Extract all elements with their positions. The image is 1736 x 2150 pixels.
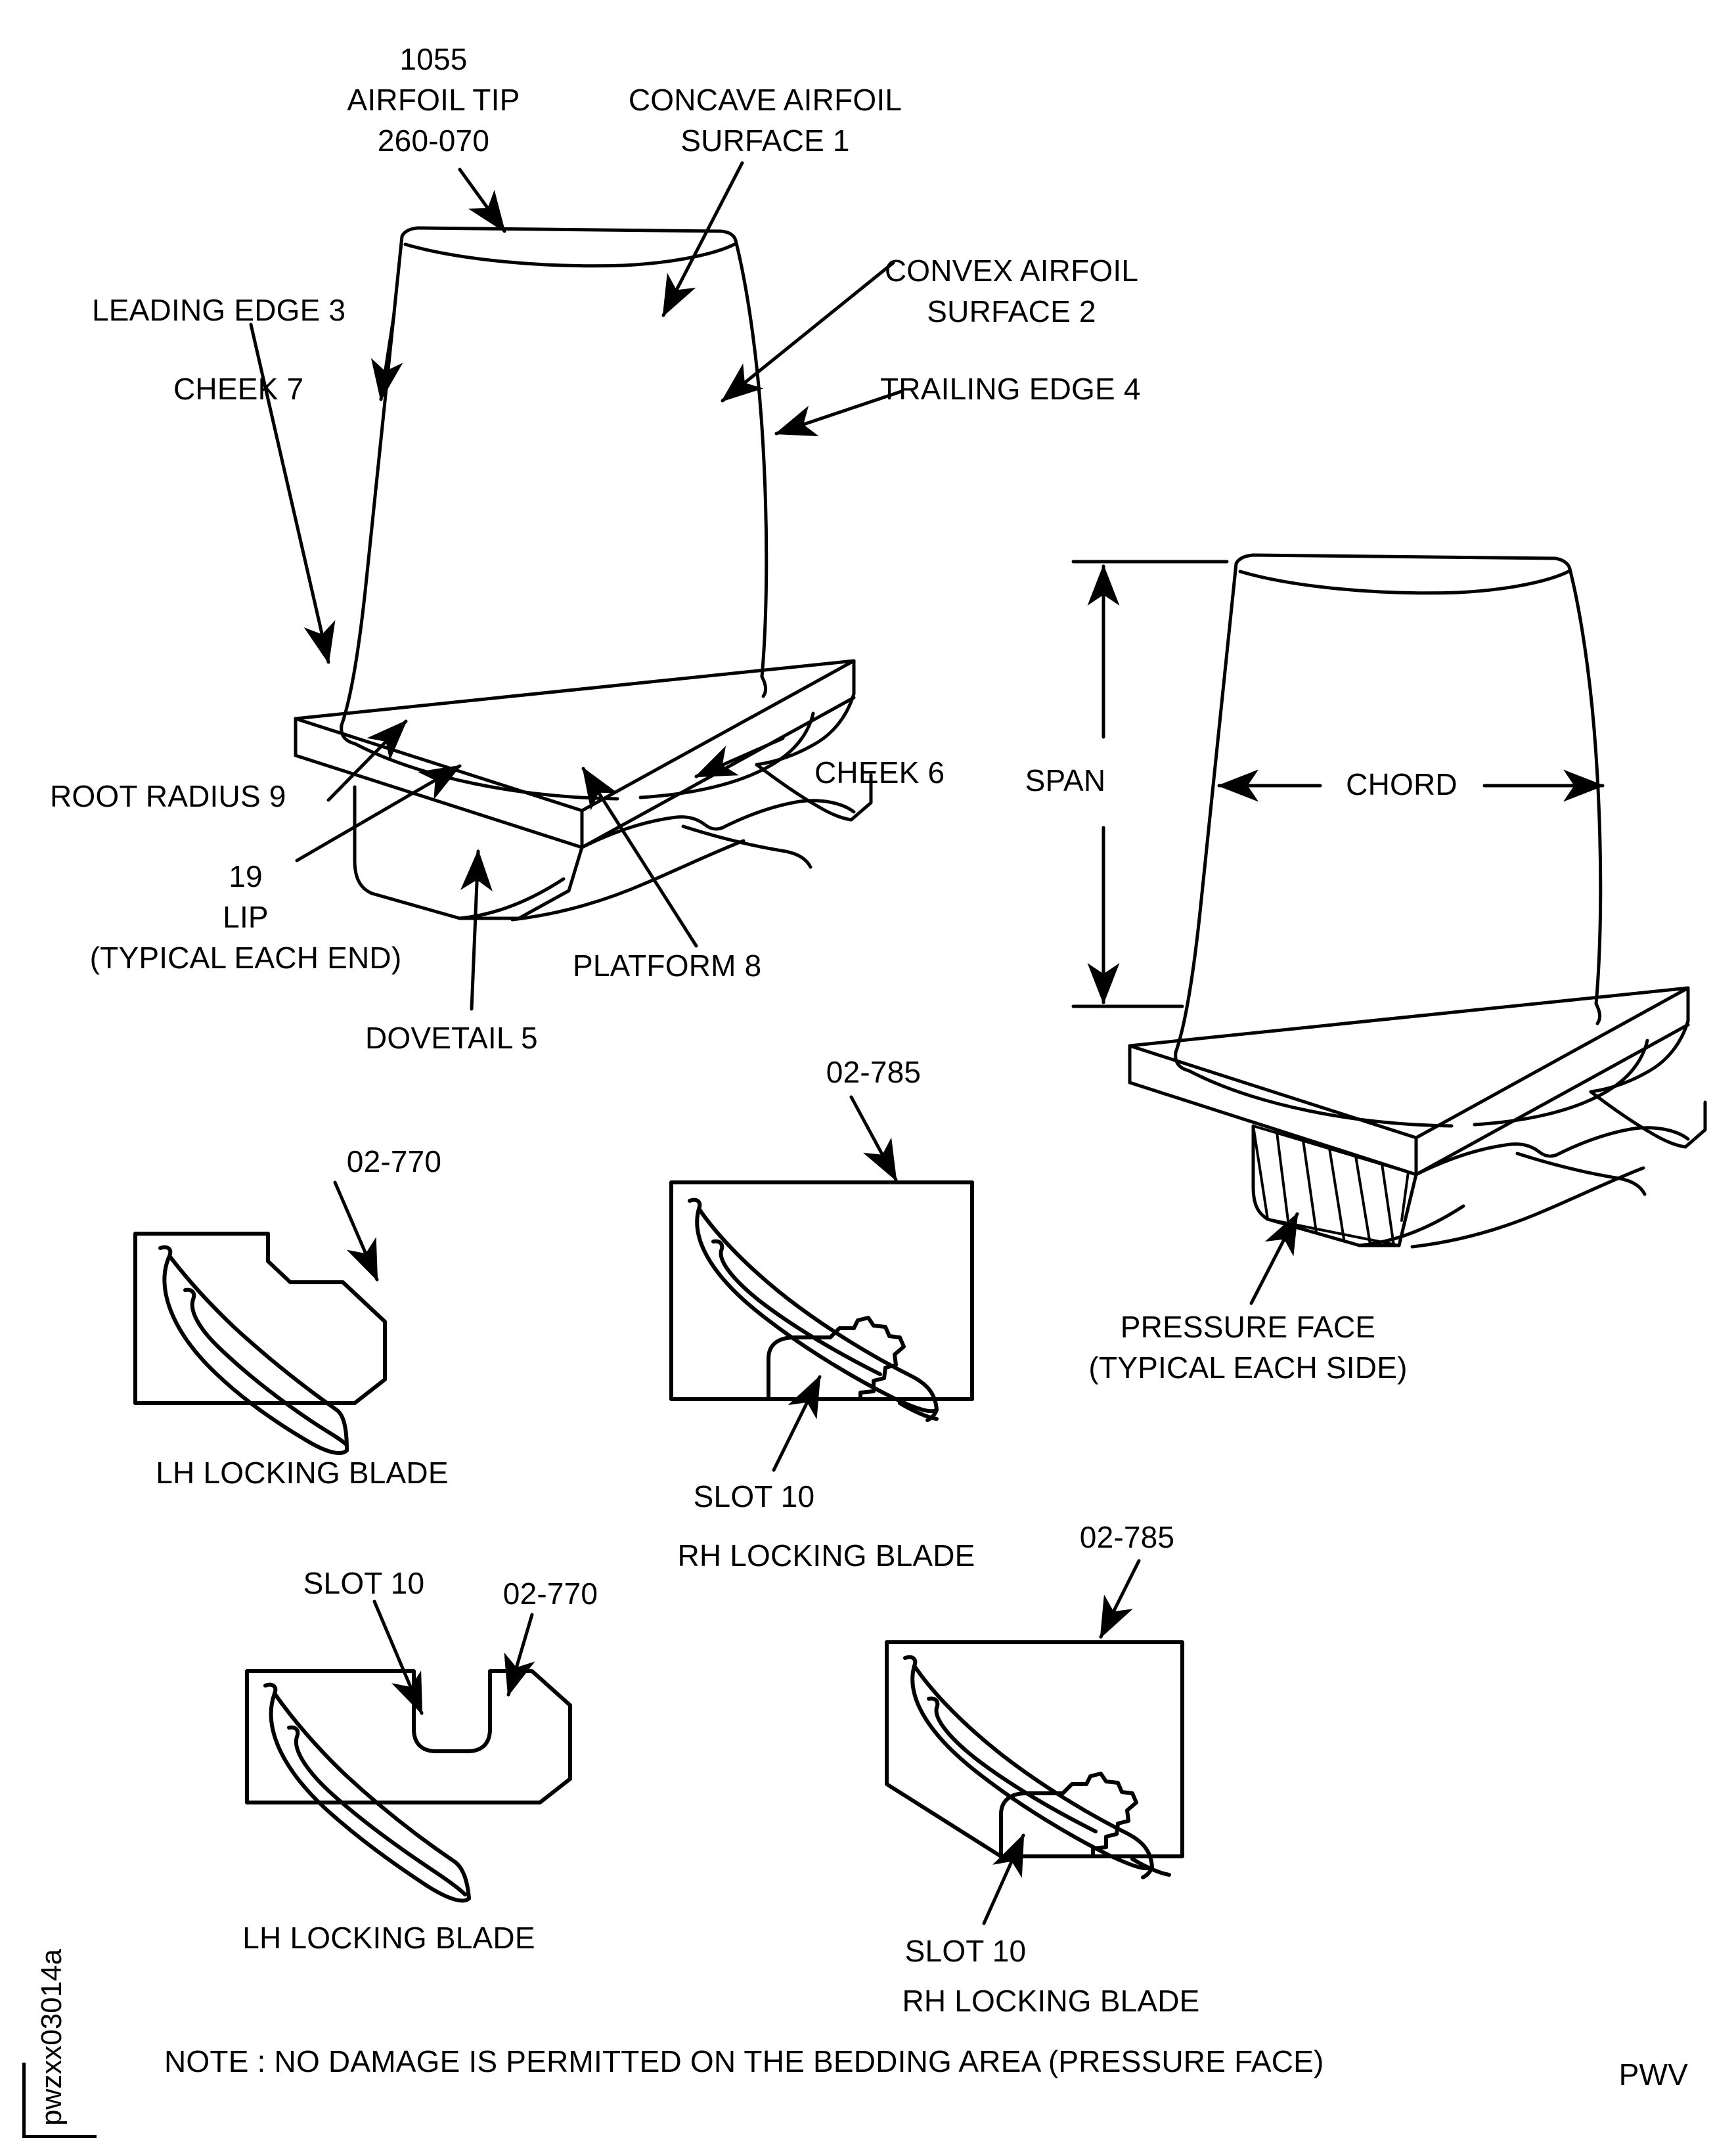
side-document-code: pwzxx03014a [35, 1948, 68, 2126]
label-slot-lh-bottom: SLOT 10 [303, 1566, 425, 1600]
leader-rh-bottom-slot [982, 1833, 1025, 1925]
label-lip: LIP [223, 900, 269, 934]
label-dovetail: DOVETAIL 5 [365, 1021, 538, 1055]
section-rh-top [669, 1180, 974, 1422]
leader-rh-bottom-part [1099, 1559, 1141, 1639]
label-part-number-rh-bottom: 02-785 [1079, 1520, 1175, 1554]
label-airfoil-tip-code: 260-070 [377, 123, 490, 158]
caption-lh-top: LH LOCKING BLADE [156, 1456, 449, 1490]
label-lip-number: 19 [229, 859, 263, 893]
label-part-number-rh-top: 02-785 [826, 1055, 922, 1089]
label-concave-line2: SURFACE 1 [680, 123, 850, 158]
span-dimension [1071, 560, 1229, 1008]
caption-lh-bottom: LH LOCKING BLADE [242, 1921, 535, 1955]
leader-platform [581, 767, 698, 948]
corner-code: PWV [1618, 2057, 1688, 2092]
leader-lh-top-part [333, 1180, 379, 1282]
leader-cheek6 [694, 736, 785, 778]
leader-convex [721, 261, 895, 403]
leader-dovetail [460, 849, 493, 1011]
label-part-number-lh-bottom: 02-770 [502, 1577, 598, 1611]
leader-lh-bottom-slot [372, 1600, 424, 1715]
leader-leading-edge [370, 312, 403, 401]
note-text: NOTE : NO DAMAGE IS PERMITTED ON THE BED… [164, 2044, 1324, 2078]
leader-rh-top-part [849, 1095, 898, 1182]
leader-trailing-edge [774, 390, 903, 437]
label-concave-line1: CONCAVE AIRFOIL [628, 83, 902, 117]
caption-rh-top: RH LOCKING BLADE [677, 1538, 975, 1573]
main-blade-leaders [249, 161, 903, 1011]
label-trailing-edge: TRAILING EDGE 4 [880, 372, 1141, 406]
label-airfoil-tip: AIRFOIL TIP [347, 83, 520, 117]
main-blade-illustration [294, 226, 873, 922]
leader-lip [295, 764, 462, 862]
section-rh-bottom [885, 1640, 1184, 1879]
leader-lh-bottom-part [504, 1613, 535, 1697]
leader-airfoil-tip [458, 168, 506, 233]
label-slot-rh-bottom: SLOT 10 [904, 1934, 1027, 1968]
label-chord: CHORD [1346, 767, 1458, 801]
leader-root-radius [326, 719, 408, 802]
label-lip-typical: (TYPICAL EACH END) [89, 941, 402, 975]
label-leading-edge: LEADING EDGE 3 [92, 293, 346, 327]
label-root-radius: ROOT RADIUS 9 [50, 779, 286, 813]
section-lh-top [133, 1232, 387, 1455]
label-airfoil-tip-number: 1055 [399, 42, 468, 76]
leader-cheek7 [249, 323, 336, 664]
label-convex-line1: CONVEX AIRFOIL [884, 254, 1139, 288]
leader-concave [661, 161, 744, 317]
leader-rh-top-slot [772, 1375, 822, 1472]
section-lh-bottom [245, 1669, 572, 1903]
dimension-blade-illustration [1128, 553, 1707, 1249]
label-cheek-7: CHEEK 7 [173, 372, 304, 406]
pressure-face-leader [1249, 1212, 1299, 1305]
corner-bracket [22, 2063, 97, 2138]
label-convex-line2: SURFACE 2 [927, 294, 1096, 328]
label-pressure-face-line2: (TYPICAL EACH SIDE) [1088, 1351, 1408, 1385]
label-platform: PLATFORM 8 [573, 949, 762, 983]
label-span: SPAN [1025, 763, 1106, 797]
caption-rh-bottom: RH LOCKING BLADE [902, 1984, 1200, 2018]
label-part-number-lh-top: 02-770 [346, 1144, 442, 1178]
label-cheek-6: CHEEK 6 [814, 755, 945, 790]
label-slot-rh-top: SLOT 10 [693, 1479, 815, 1513]
label-pressure-face-line1: PRESSURE FACE [1120, 1310, 1376, 1344]
